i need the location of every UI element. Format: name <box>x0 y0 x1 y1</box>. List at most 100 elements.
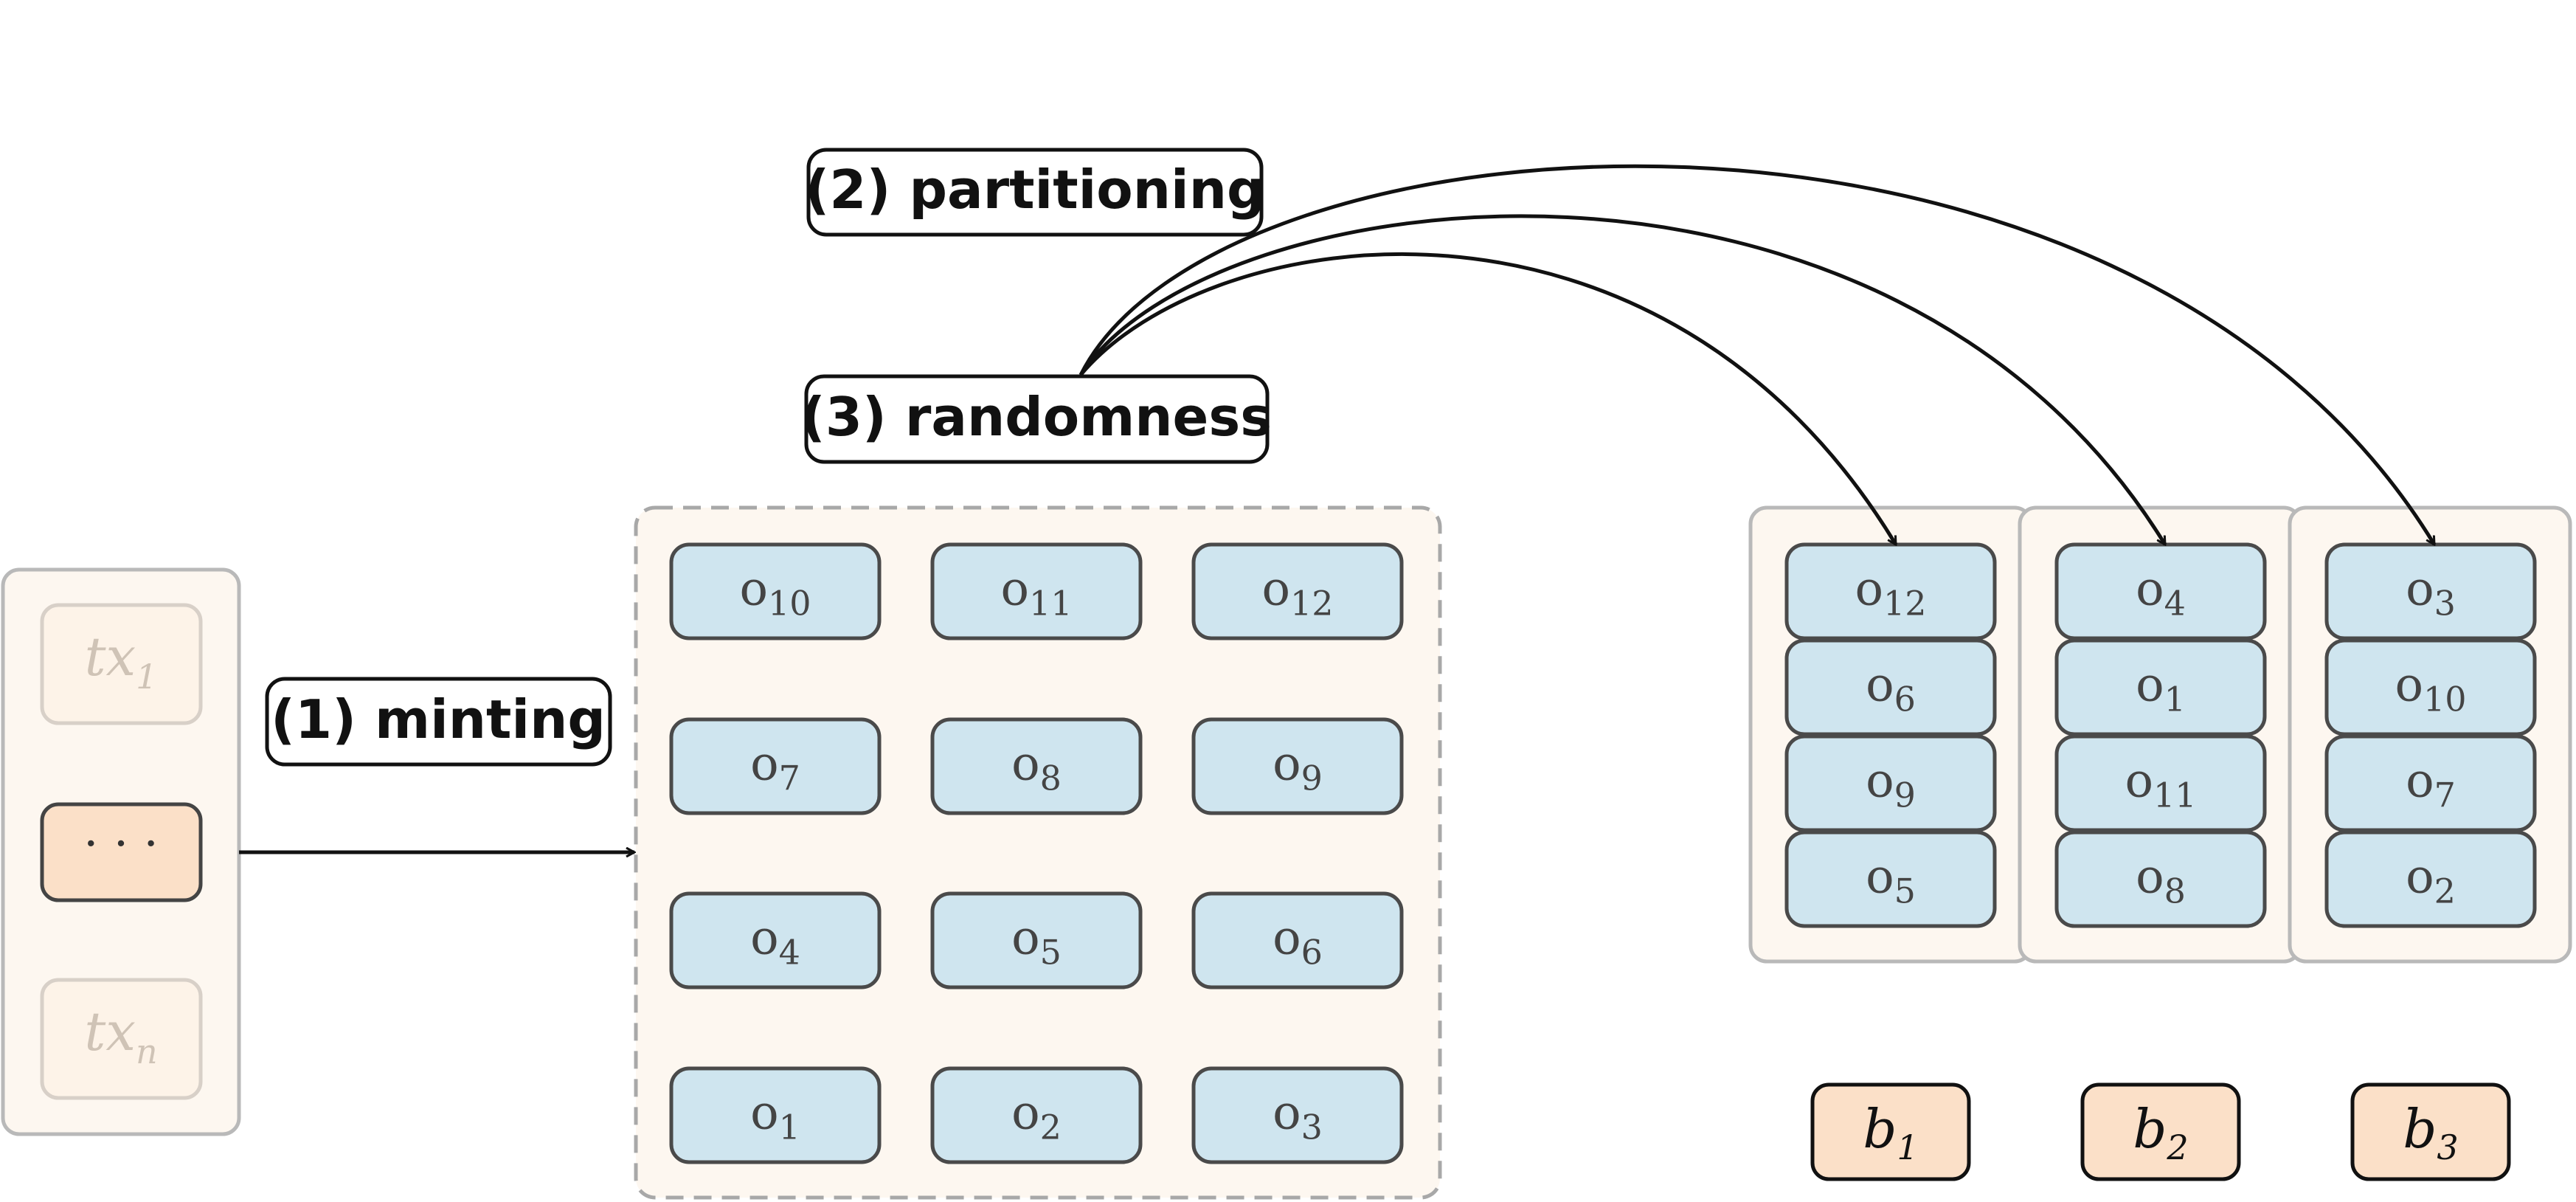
object-index: 1 <box>779 1108 800 1147</box>
svg-text:o8: o8 <box>2136 850 2186 911</box>
pool-object-o3: o3 <box>1191 1066 1404 1164</box>
svg-text:o12: o12 <box>1261 562 1333 624</box>
svg-text:o1: o1 <box>750 1086 800 1147</box>
object-letter: o <box>2125 754 2153 809</box>
randomness-label: (3) randomness <box>801 374 1272 464</box>
svg-text:tx1: tx1 <box>85 626 158 697</box>
bucket-label-base: b <box>1863 1098 1897 1160</box>
tx-last-base: tx <box>84 1001 136 1063</box>
arrow-to-bucket-1 <box>1079 252 1898 545</box>
bucket-1-object-o12: o12 <box>1784 542 1997 640</box>
bucket-3-object-o7: o7 <box>2324 734 2537 832</box>
svg-text:o9: o9 <box>1866 754 1916 815</box>
bucket-2-object-o1: o1 <box>2054 638 2267 736</box>
object-letter: o <box>1866 754 1894 809</box>
partitioning-label: (2) partitioning <box>805 148 1265 237</box>
object-index: 12 <box>1290 584 1334 624</box>
object-index: 1 <box>2164 680 2186 719</box>
object-index: 7 <box>779 759 800 798</box>
object-letter: o <box>1011 737 1040 792</box>
object-letter: o <box>2406 850 2434 905</box>
pool-object-o5: o5 <box>930 891 1143 989</box>
svg-text:o11: o11 <box>1000 562 1072 624</box>
object-index: 9 <box>1894 776 1916 815</box>
object-letter: o <box>2406 754 2434 809</box>
object-index: 5 <box>1894 871 1916 911</box>
svg-text:o4: o4 <box>2136 562 2186 624</box>
arrow-to-bucket-3 <box>1078 164 2437 545</box>
pool-object-o10: o10 <box>669 542 882 640</box>
bucket-1-object-o9: o9 <box>1784 734 1997 832</box>
svg-text:o10: o10 <box>2395 658 2466 719</box>
object-letter: o <box>1866 658 1894 713</box>
object-letter: o <box>2406 562 2434 617</box>
svg-text:b1: b1 <box>1863 1098 1918 1167</box>
pool-object-o7: o7 <box>669 717 882 815</box>
svg-text:o1: o1 <box>2136 658 2186 719</box>
object-letter: o <box>1273 737 1301 792</box>
object-letter: o <box>1273 911 1301 966</box>
tx-last-box: txn <box>40 978 203 1100</box>
object-letter: o <box>2136 658 2164 713</box>
object-letter: o <box>1273 1086 1301 1141</box>
tx-middle-ellipsis: · · · <box>83 817 159 871</box>
object-letter: o <box>1866 850 1894 905</box>
object-letter: o <box>2395 658 2423 713</box>
svg-text:o8: o8 <box>1011 737 1062 798</box>
object-letter: o <box>2136 850 2164 905</box>
bucket-label-sub: 2 <box>2166 1127 2188 1167</box>
object-index: 11 <box>2153 776 2197 815</box>
bucket-2-object-o8: o8 <box>2054 830 2267 928</box>
object-index: 8 <box>1040 759 1062 798</box>
object-index: 2 <box>2434 871 2456 911</box>
tx-last-sub: n <box>136 1032 158 1071</box>
svg-text:o9: o9 <box>1273 737 1323 798</box>
object-letter: o <box>739 562 768 617</box>
object-letter: o <box>750 1086 779 1141</box>
object-index: 3 <box>1301 1108 1323 1147</box>
pool-object-o11: o11 <box>930 542 1143 640</box>
svg-text:b2: b2 <box>2133 1098 2188 1167</box>
bucket-1-object-o5: o5 <box>1784 830 1997 928</box>
object-index: 12 <box>1883 584 1927 624</box>
bucket-3-object-o3: o3 <box>2324 542 2537 640</box>
object-letter: o <box>750 737 779 792</box>
svg-text:o7: o7 <box>2406 754 2456 815</box>
svg-text:o3: o3 <box>1273 1086 1323 1147</box>
svg-text:o6: o6 <box>1866 658 1916 719</box>
object-index: 11 <box>1029 584 1073 624</box>
svg-text:o5: o5 <box>1866 850 1916 911</box>
pool-object-o9: o9 <box>1191 717 1404 815</box>
bucket-3-object-o2: o2 <box>2324 830 2537 928</box>
bucket-label-sub: 3 <box>2437 1127 2458 1167</box>
bucket-1-object-o6: o6 <box>1784 638 1997 736</box>
object-letter: o <box>2136 562 2164 617</box>
svg-text:o10: o10 <box>739 562 811 624</box>
tx-middle-box: · · · <box>40 802 203 902</box>
pool-object-o12: o12 <box>1191 542 1404 640</box>
object-index: 6 <box>1301 933 1323 973</box>
svg-text:b3: b3 <box>2403 1098 2458 1167</box>
object-letter: o <box>1011 911 1040 966</box>
partition-arrows <box>1078 164 2437 545</box>
partitioning-label-text: (2) partitioning <box>805 159 1264 221</box>
bucket-label-3: b3 <box>2350 1082 2511 1181</box>
pool-object-o4: o4 <box>669 891 882 989</box>
object-index: 7 <box>2434 776 2456 815</box>
object-letter: o <box>1011 1086 1040 1141</box>
svg-text:o11: o11 <box>2125 754 2196 815</box>
object-letter: o <box>750 911 779 966</box>
object-letter: o <box>1261 562 1290 617</box>
svg-text:o4: o4 <box>750 911 800 973</box>
pool-object-o2: o2 <box>930 1066 1143 1164</box>
bucket-label-2: b2 <box>2080 1082 2241 1181</box>
svg-text:o2: o2 <box>1011 1086 1062 1147</box>
object-index: 3 <box>2434 584 2456 624</box>
bucket-label-sub: 1 <box>1897 1127 1918 1167</box>
object-letter: o <box>1000 562 1029 617</box>
tx-first-box: tx1 <box>40 603 203 725</box>
